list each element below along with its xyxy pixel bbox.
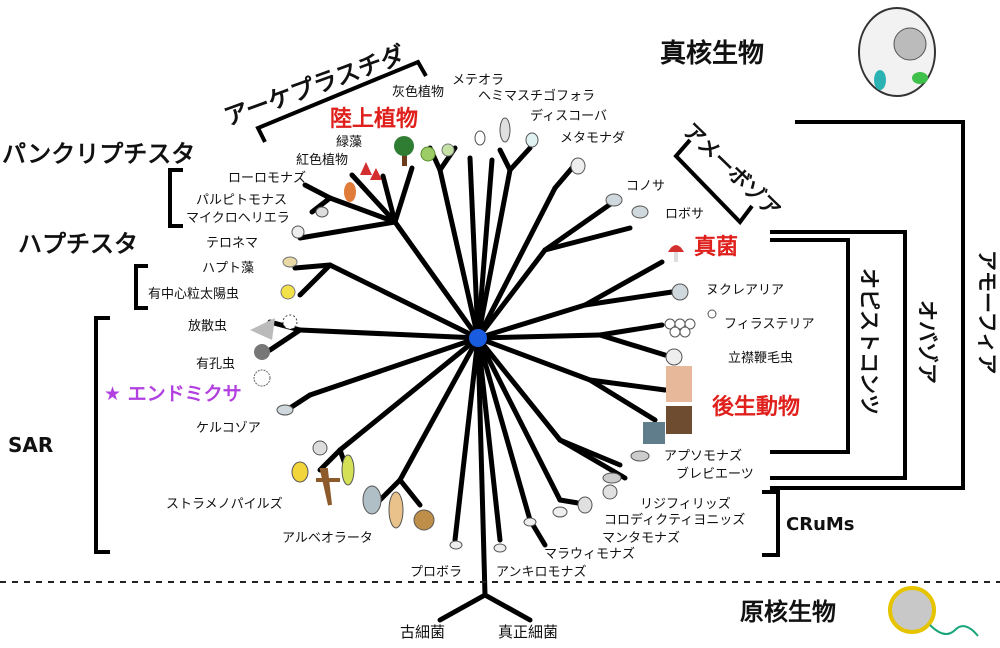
metazoa-photo-eye bbox=[666, 406, 692, 434]
rhodelphis-icon bbox=[344, 182, 356, 202]
taxon-haptophytes: ハプト藻 bbox=[202, 261, 254, 276]
telonema-icon bbox=[282, 256, 298, 268]
land-plants-label: 陸上植物 bbox=[330, 106, 418, 132]
ancyromonad-icon bbox=[493, 543, 507, 553]
taxon-rhodelphis: ローロモナズ bbox=[228, 170, 306, 186]
taxon-hemimastigophora: ヘミマスチゴフォラ bbox=[478, 88, 595, 104]
alveolata-icon-2 bbox=[388, 491, 404, 529]
taxon-collodictyonids: コロディクティヨニッズ bbox=[604, 512, 745, 528]
taxon-stramenopiles: ストラメノパイルズ bbox=[166, 496, 283, 512]
archaea-label: 古細菌 bbox=[400, 623, 445, 641]
stramenopile-icon-4 bbox=[341, 454, 355, 486]
prokaryotes-heading: 原核生物 bbox=[740, 598, 836, 626]
sar-label: SAR bbox=[8, 433, 53, 457]
nucleariid-icon bbox=[671, 283, 689, 301]
taxon-mantamonads: マンタモナズ bbox=[602, 530, 680, 546]
palpitomonas-icon bbox=[315, 206, 329, 218]
centrohelid-icon bbox=[282, 314, 298, 330]
organism-icons bbox=[250, 7, 979, 637]
malawimonad-icon bbox=[523, 517, 537, 527]
haptista-label: ハプチスタ bbox=[18, 230, 138, 258]
taxon-glaucophytes: 灰色植物 bbox=[392, 84, 444, 100]
radiolaria-icon bbox=[250, 318, 275, 340]
metazoa-label: 後生動物 bbox=[712, 394, 800, 420]
taxon-microheliella: マイクロヘリエラ bbox=[186, 211, 290, 226]
cercozoa-icon bbox=[276, 404, 294, 416]
tree-branches bbox=[267, 145, 675, 623]
taxon-provora: プロボラ bbox=[410, 565, 462, 580]
eukaryotes-heading: 真核生物 bbox=[660, 38, 764, 69]
stramenopile-icon-2 bbox=[291, 461, 309, 483]
taxon-green-algae: 緑藻 bbox=[336, 135, 362, 150]
alveolata-icon-1 bbox=[362, 485, 382, 515]
mantamonad-icon bbox=[552, 506, 568, 518]
green-algae-icon bbox=[420, 146, 436, 162]
endomyxa-label: ★ エンドミクサ bbox=[104, 383, 242, 405]
taxon-filasterea: フィラステリア bbox=[724, 317, 814, 332]
taxon-lobosa: ロボサ bbox=[665, 207, 704, 222]
foraminifera-icon bbox=[254, 344, 270, 360]
eukaryotic-cell-icon bbox=[858, 7, 936, 97]
collodictyonid-icon bbox=[577, 496, 593, 514]
taxon-labels: 灰色植物 メテオラ ヘミマスチゴフォラ 緑藻 ディスコーバ 紅色植物 メタモナダ… bbox=[148, 73, 814, 580]
metamonada-icon bbox=[570, 157, 586, 175]
group-brackets bbox=[94, 59, 965, 557]
lobosa-icon bbox=[631, 205, 649, 219]
taxon-palpitomonas: パルピトモナス bbox=[196, 193, 287, 208]
endomyxa-icon bbox=[253, 369, 271, 387]
taxon-telonema: テロネマ bbox=[206, 236, 258, 251]
taxon-radiolaria: 放散虫 bbox=[188, 319, 227, 334]
metazoa-photo-baby bbox=[666, 366, 692, 402]
prokaryotic-cell-icon bbox=[888, 586, 979, 637]
root-node bbox=[469, 329, 487, 347]
meteora-icon bbox=[474, 130, 486, 146]
taxon-choanoflagellates: 立襟鞭毛虫 bbox=[728, 351, 793, 366]
taxon-nucleariids: ヌクレアリア bbox=[706, 283, 784, 298]
opisthokonta-label: オピストコンツ bbox=[857, 268, 881, 415]
tree-icon bbox=[394, 136, 414, 166]
conosa-icon bbox=[605, 193, 623, 207]
taxon-apusomonads: アプソモナズ bbox=[664, 448, 742, 464]
red-algae-icon bbox=[360, 162, 382, 180]
taxon-discoba: ディスコーバ bbox=[530, 108, 607, 124]
mushroom-icon bbox=[668, 245, 684, 262]
taxon-alveolata: アルベオラータ bbox=[282, 531, 373, 546]
stramenopile-icon-3 bbox=[316, 468, 340, 506]
taxon-ancyromonads: アンキロモナズ bbox=[496, 564, 586, 580]
taxon-breviates: ブレビエーツ bbox=[676, 466, 754, 482]
alveolata-icon-3 bbox=[413, 509, 435, 531]
metazoa-photo-jellyfish bbox=[643, 422, 665, 444]
pancryptista-label: パンクリプチスタ bbox=[2, 140, 195, 168]
choanoflagellate-icon bbox=[665, 348, 683, 366]
taxon-foraminifera: 有孔虫 bbox=[196, 357, 235, 372]
breviate-icon bbox=[602, 472, 622, 484]
rigifilid-icon bbox=[602, 484, 618, 500]
amorphea-label: アモーフィア bbox=[975, 250, 999, 374]
taxon-conosa: コノサ bbox=[626, 179, 665, 194]
apusomonad-icon bbox=[630, 450, 650, 462]
obazoa-label: オバゾア bbox=[915, 300, 939, 384]
taxon-cercozoa: ケルコゾア bbox=[196, 421, 261, 436]
haptophyte-icon bbox=[280, 284, 296, 300]
crums-label: CRuMs bbox=[786, 514, 855, 535]
glaucophyte-icon bbox=[441, 143, 455, 157]
taxon-red-algae: 紅色植物 bbox=[296, 152, 348, 168]
provora-icon bbox=[449, 540, 463, 550]
taxon-malawimonads: マラウィモナズ bbox=[544, 546, 635, 562]
bacteria-label: 真正細菌 bbox=[498, 623, 558, 641]
filasterea-icon bbox=[664, 309, 717, 338]
taxon-meteora: メテオラ bbox=[452, 73, 504, 88]
discoba-icon bbox=[525, 132, 539, 148]
taxon-metamonada: メタモナダ bbox=[560, 131, 625, 146]
taxon-centrohelids: 有中心粒太陽虫 bbox=[148, 287, 239, 302]
hemimastigophora-icon bbox=[499, 117, 511, 143]
microheliella-icon bbox=[291, 225, 305, 239]
stramenopile-icon-1 bbox=[312, 440, 328, 456]
taxon-rigifilids: リジフィリッズ bbox=[640, 496, 731, 512]
fungi-label: 真菌 bbox=[694, 234, 738, 260]
